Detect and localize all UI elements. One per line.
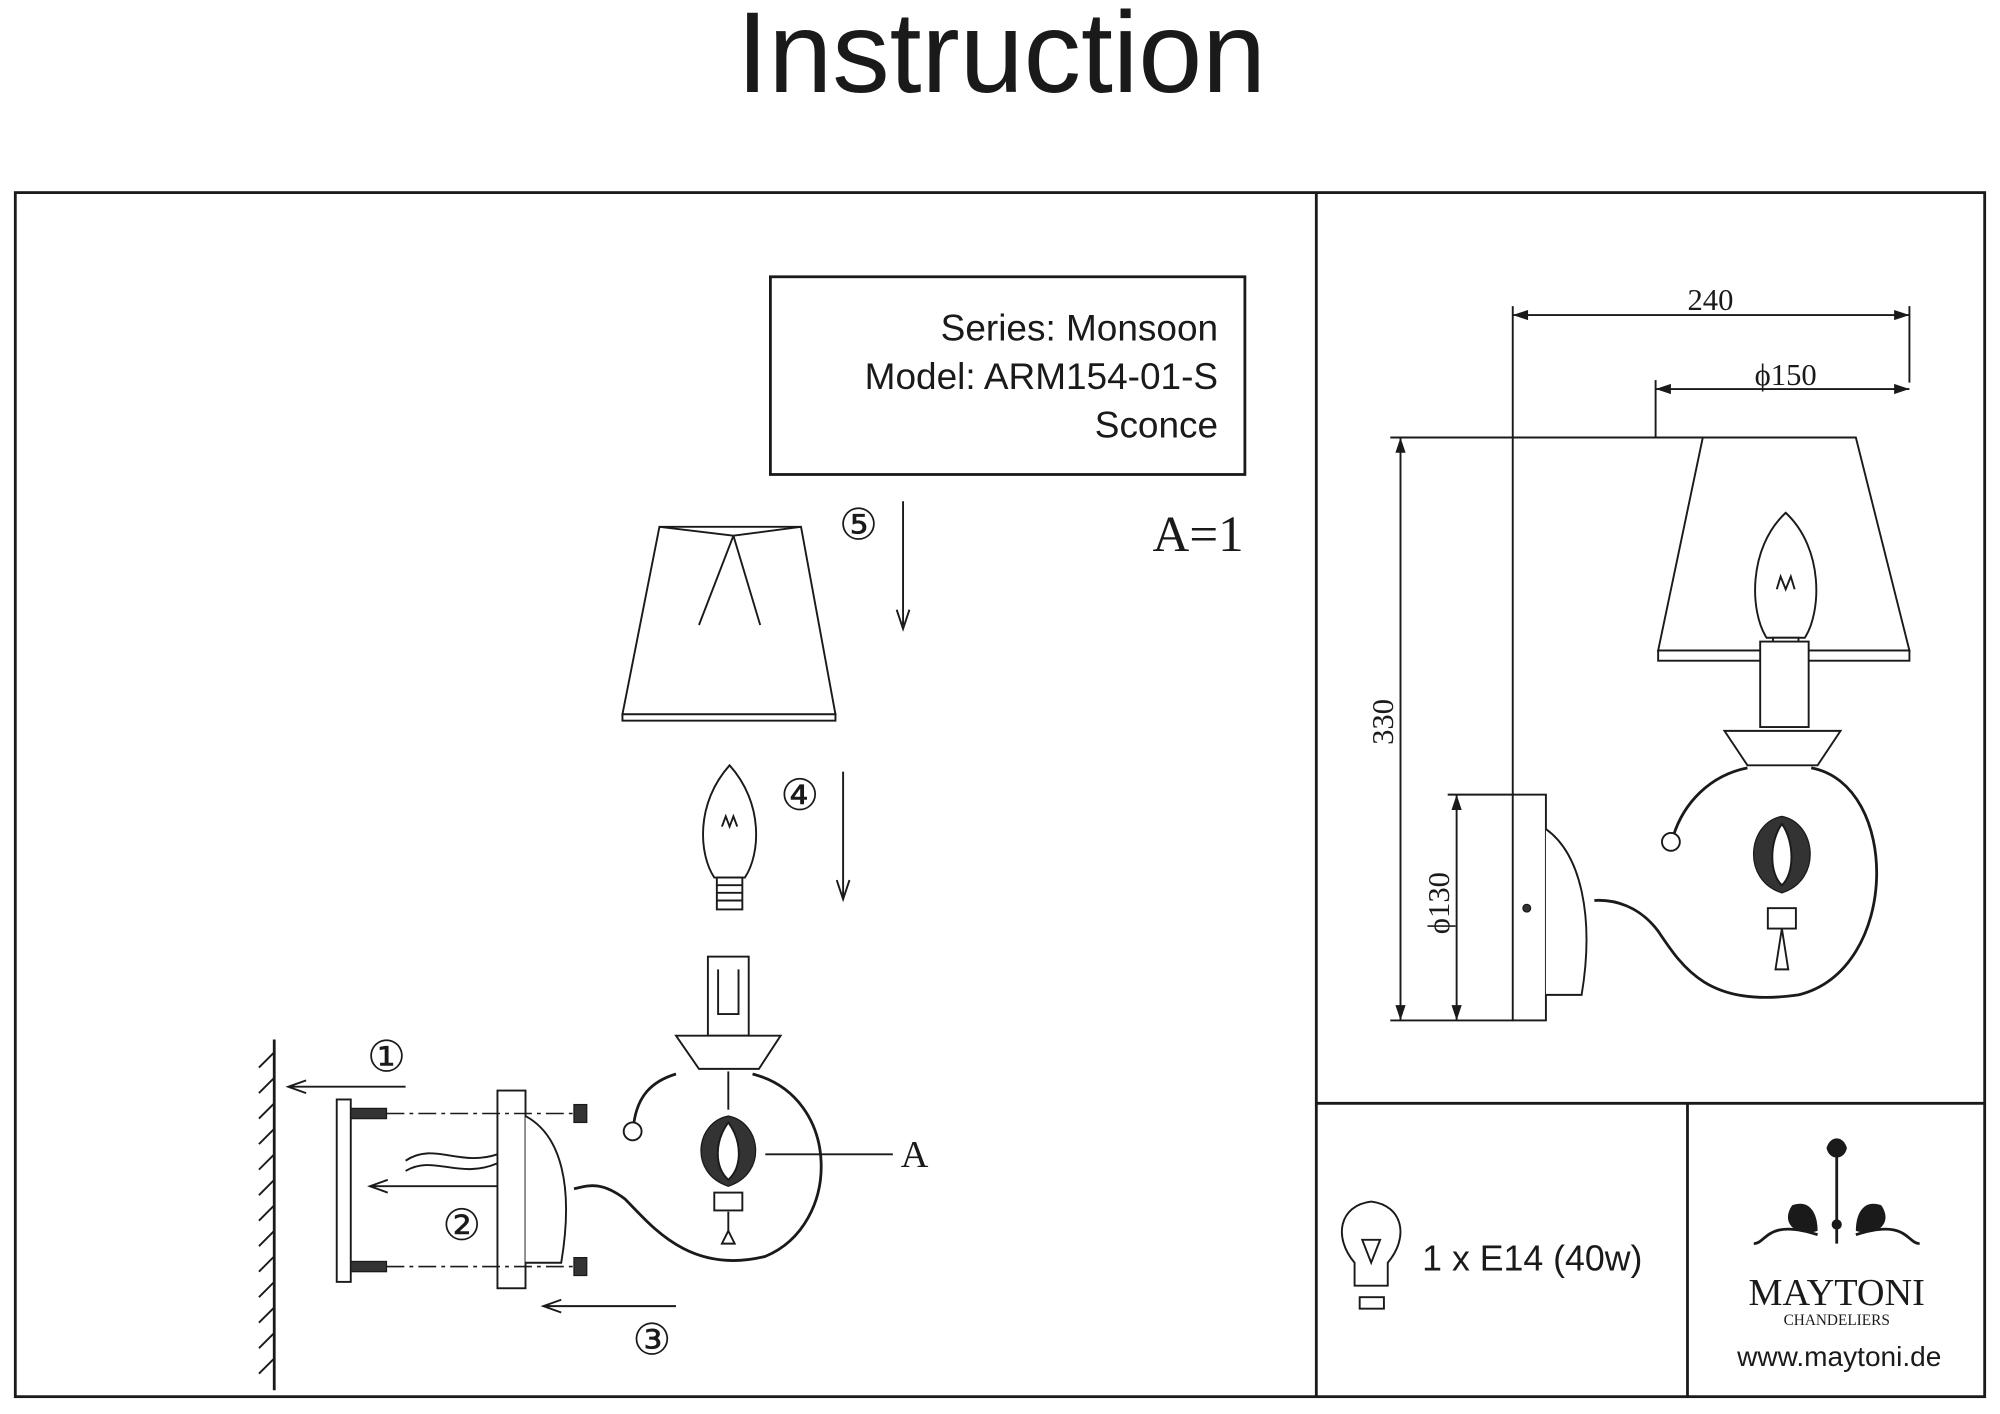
brand-tagline: CHANDELIERS: [1784, 1312, 1890, 1329]
width-dimension: 240: [1687, 283, 1733, 317]
outer-frame: [13, 191, 1987, 1399]
wall-drawing: [258, 1039, 276, 1391]
base-diameter-dimension: ϕ130: [1422, 872, 1456, 934]
arrow-down-icon: [835, 771, 851, 903]
parts-count: A=1: [1152, 507, 1243, 563]
type-label: Sconce: [1095, 404, 1218, 445]
arrow-left-icon: [367, 1178, 498, 1194]
model-label: Model: ARM154-01-S: [865, 356, 1218, 397]
brand-name: MAYTONI: [1749, 1272, 1925, 1314]
step-3-label: ③: [632, 1317, 671, 1365]
product-info-box: Series: Monsoon Model: ARM154-01-S Sconc…: [768, 275, 1247, 476]
arrow-left-icon: [285, 1079, 406, 1095]
shade-diameter-dimension: ϕ150: [1755, 358, 1817, 392]
step-1-label: ①: [367, 1033, 406, 1081]
light-bulb-icon: [1340, 1200, 1402, 1310]
sconce-arm-drawing: [496, 955, 893, 1290]
mounting-bracket-drawing: [335, 1098, 588, 1283]
assembly-diagram: ⑤ ④ A: [258, 501, 929, 1391]
arrow-left-icon: [540, 1298, 677, 1314]
shade-drawing: [621, 525, 837, 722]
series-label: Series: Monsoon: [941, 308, 1218, 349]
page-title: Instruction: [737, 0, 1267, 117]
arrow-down-icon: [895, 501, 911, 632]
dimension-drawing: [1390, 306, 1911, 1022]
step-2-label: ②: [442, 1202, 481, 1250]
step-4-label: ④: [780, 772, 819, 820]
part-a-label: A: [901, 1134, 929, 1176]
height-dimension: 330: [1366, 699, 1400, 745]
step-5-label: ⑤: [839, 502, 878, 550]
maytoni-logo: MAYTONI CHANDELIERS: [1749, 1138, 1925, 1329]
bulb-drawing: [702, 763, 758, 911]
bulb-spec: 1 x E14 (40w): [1422, 1238, 1642, 1278]
website-link[interactable]: www.maytoni.de: [1736, 1341, 1941, 1372]
